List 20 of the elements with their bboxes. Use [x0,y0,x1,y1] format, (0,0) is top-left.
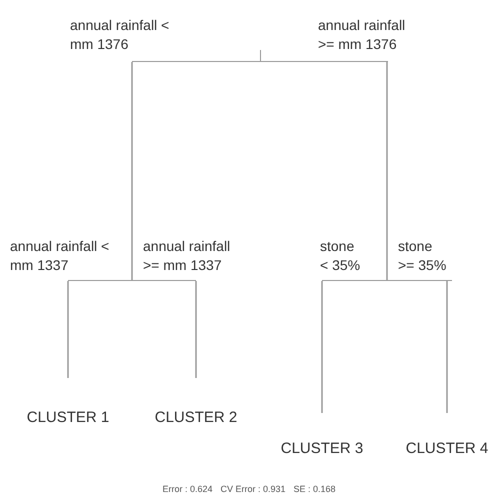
error-stat: Error : 0.624 [162,484,212,494]
tree-branch [321,281,323,413]
split-label: annual rainfall >= mm 1376 [318,16,406,54]
split-label: annual rainfall >= mm 1337 [143,237,232,275]
tree-branch [195,281,197,378]
tree-branch [446,281,448,413]
split-label: annual rainfall < mm 1337 [10,237,110,275]
tree-branch [131,62,133,281]
split-bar [132,50,388,62]
leaf-label: CLUSTER 1 [26,409,110,426]
split-label: annual rainfall < mm 1376 [70,16,170,54]
tree-branch [386,62,388,281]
error-stat: CV Error : 0.931 [220,484,286,494]
split-label: stone < 35% [320,237,362,275]
leaf-label: CLUSTER 4 [406,440,488,457]
leaf-label: CLUSTER 3 [280,440,364,457]
error-stat: SE : 0.168 [294,484,336,494]
leaf-label: CLUSTER 2 [154,409,238,426]
split-label: stone >= 35% [398,237,448,275]
tree-branch [67,281,69,378]
